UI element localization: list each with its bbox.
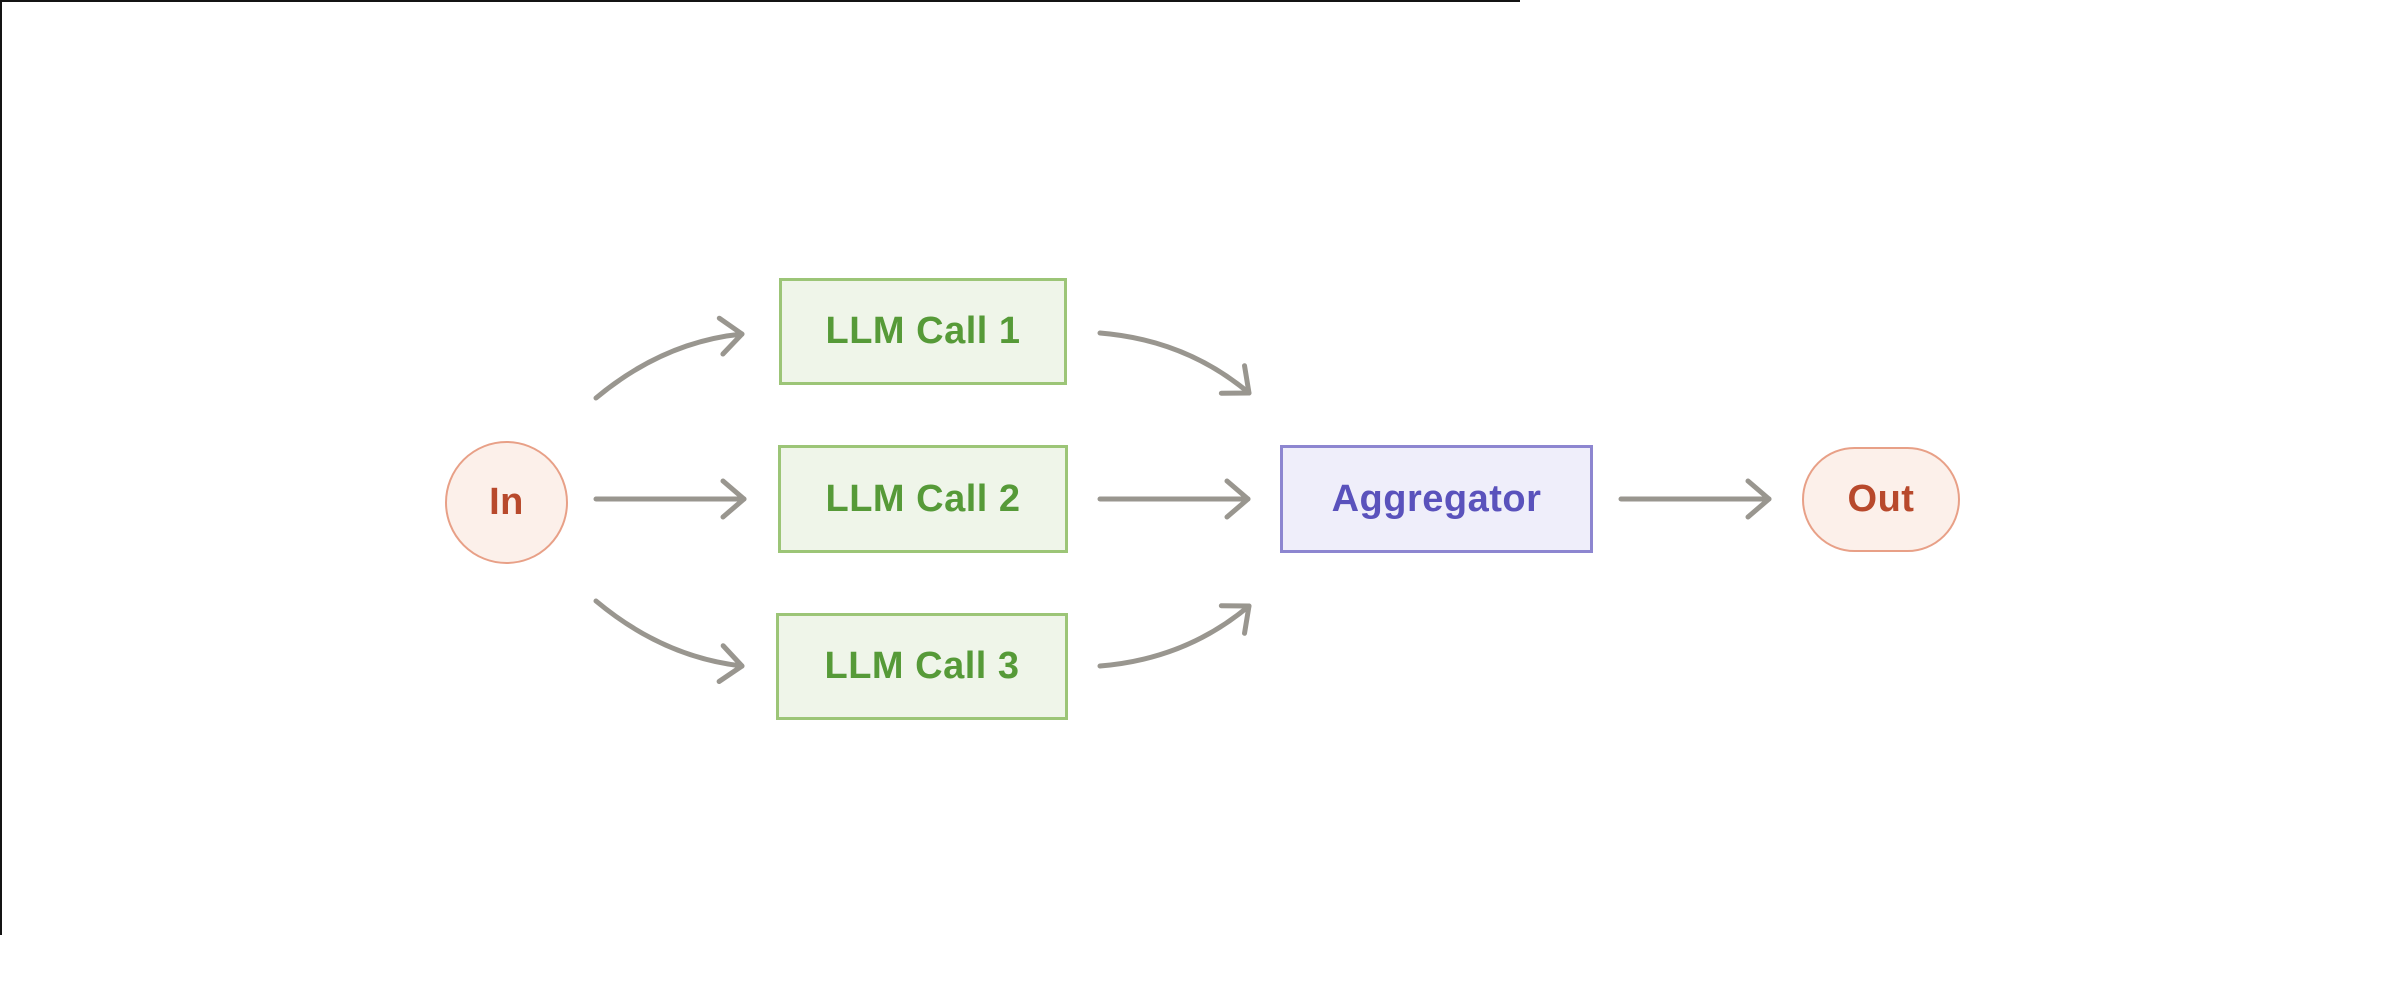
node-llm-call-1-label: LLM Call 1 xyxy=(825,310,1021,352)
node-in-label: In xyxy=(489,481,524,523)
window-edge-artifact-top xyxy=(0,0,1520,2)
edge-llm1-to-aggregator xyxy=(1097,330,1252,396)
edge-llm3-to-aggregator xyxy=(1097,603,1252,669)
node-llm-call-2: LLM Call 2 xyxy=(778,445,1068,553)
edge-in-to-llm3 xyxy=(593,598,745,685)
node-aggregator: Aggregator xyxy=(1280,445,1593,553)
node-llm-call-3: LLM Call 3 xyxy=(776,613,1068,720)
node-in: In xyxy=(445,441,568,564)
node-llm-call-1: LLM Call 1 xyxy=(779,278,1067,385)
node-llm-call-2-label: LLM Call 2 xyxy=(825,477,1021,520)
node-out: Out xyxy=(1802,447,1960,552)
node-aggregator-label: Aggregator xyxy=(1331,477,1542,520)
edge-in-to-llm1 xyxy=(593,315,745,401)
node-out-label: Out xyxy=(1847,478,1915,520)
node-llm-call-3-label: LLM Call 3 xyxy=(824,645,1020,687)
window-edge-artifact-left xyxy=(0,0,2,935)
